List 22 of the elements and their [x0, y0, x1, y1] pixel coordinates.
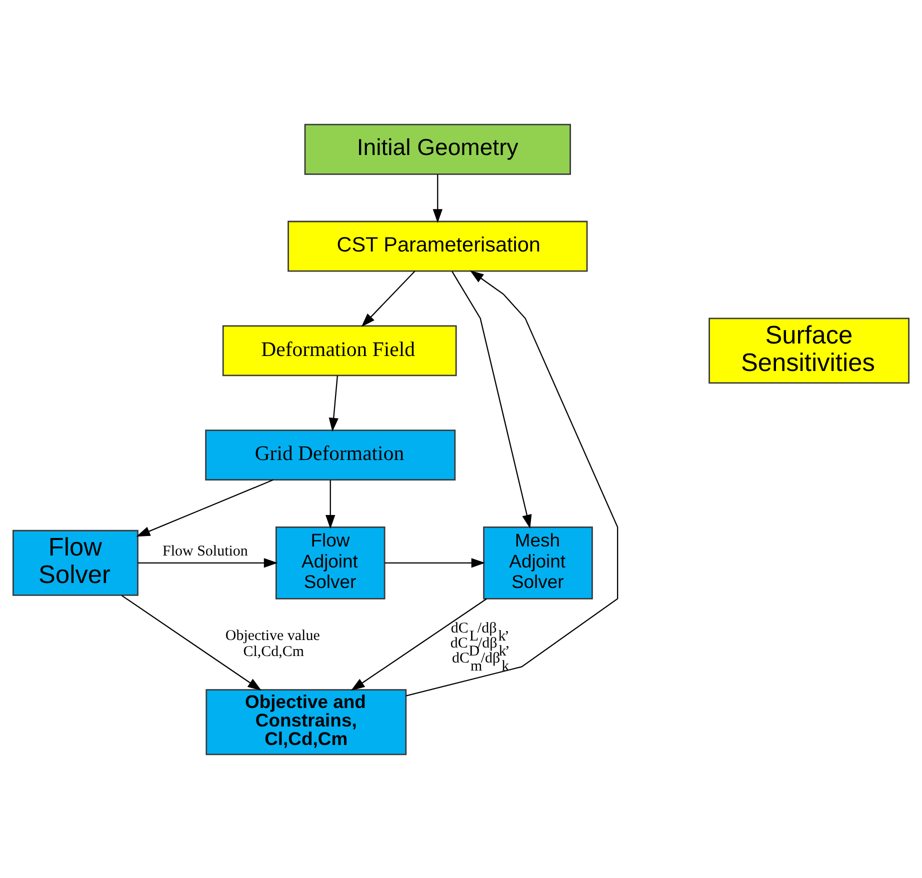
- arrow: [121, 594, 262, 690]
- node-box: CST Parameterisation: [288, 220, 588, 272]
- node-box: Surface Sensitivities: [708, 317, 910, 384]
- node-box: Objective and Constrains, Cl,Cd,Cm: [206, 688, 407, 755]
- edge-label: Flow Solution: [162, 542, 248, 559]
- arrow: [452, 270, 532, 528]
- arrow: [406, 270, 618, 696]
- arrow: [136, 478, 274, 536]
- arrow: [384, 558, 486, 568]
- arrow: [432, 174, 442, 223]
- arrow: [361, 270, 416, 326]
- arrow: [328, 374, 338, 432]
- edge-label: Objective value Cl,Cd,Cm: [225, 628, 320, 660]
- node-box: Grid Deformation: [205, 429, 456, 480]
- node-box: Initial Geometry: [304, 123, 571, 174]
- node-box: Flow Adjoint Solver: [275, 526, 386, 599]
- node-box: Flow Solver: [12, 529, 138, 596]
- node-box: Mesh Adjoint Solver: [483, 526, 593, 599]
- arrow: [350, 598, 487, 690]
- node-box: Deformation Field: [222, 324, 457, 376]
- arrow: [138, 558, 278, 568]
- arrow: [326, 480, 336, 528]
